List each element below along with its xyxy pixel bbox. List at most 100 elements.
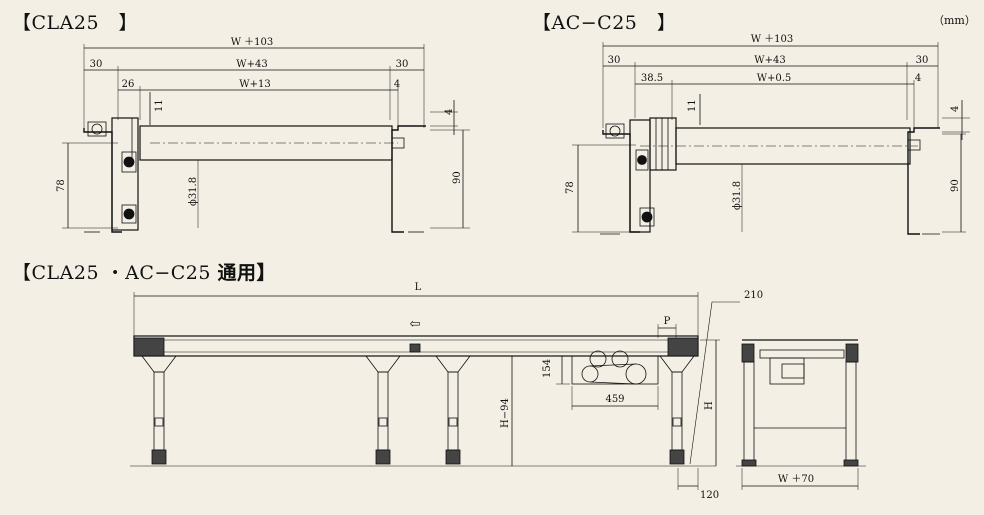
unit-label: （mm）	[933, 14, 976, 27]
common-end-left	[133, 337, 165, 357]
common-leg-2-head	[365, 355, 401, 373]
acc25-nut-mid	[635, 149, 649, 171]
common-title-prefix: 【CLA25 ・AC−C25	[12, 262, 218, 284]
common-dim-154: 154	[542, 359, 553, 378]
acc25-dim-30-right: 30	[916, 55, 929, 66]
common-end-right	[667, 337, 699, 357]
common-leg-4-bolt	[672, 417, 682, 427]
cla25-dim-78: 78	[56, 179, 67, 192]
cla25-dim-w43: W+43	[236, 59, 267, 70]
common-drive-pulley	[625, 363, 647, 385]
cla25-dim-30-right: 30	[396, 59, 409, 70]
acc25-nut-mid-dot	[637, 155, 647, 165]
common-dim-120: 120	[700, 490, 719, 501]
common-leg-4-post	[671, 371, 683, 451]
acc25-frame-left	[629, 119, 651, 233]
common-pulley-b	[611, 350, 629, 368]
acc25-dim-w05: W+0.5	[757, 73, 792, 84]
acc25-bolt-top	[605, 123, 625, 139]
acc25-dim-90: 90	[950, 179, 961, 192]
cla25-dim-w13: W+13	[239, 79, 270, 90]
common-dim-W70: W ＋70	[778, 474, 814, 485]
cla25-title: 【CLA25 】	[12, 12, 139, 34]
acc25-dim-4-side: 4	[950, 106, 961, 112]
common-leg-1-post	[153, 371, 165, 451]
acc25-bracket-right	[907, 127, 940, 235]
acc25-nut-bot	[639, 207, 655, 227]
common-pulley-a	[589, 350, 607, 368]
cla25-section	[62, 44, 470, 233]
common-leader-210	[689, 301, 740, 465]
common-leg-2-post	[377, 371, 389, 451]
cla25-dim-dia: ϕ31.8	[188, 177, 199, 206]
common-leg-2-bolt	[378, 417, 388, 427]
end-view-foot-left	[741, 459, 757, 467]
common-leg-1-head	[141, 355, 177, 373]
cla25-nut-mid	[121, 151, 137, 173]
common-leg-4-head	[659, 355, 695, 373]
common-chain-bottom	[589, 381, 637, 385]
end-view-motor-box	[781, 363, 805, 379]
common-leg-3	[435, 355, 471, 465]
common-chain-top	[589, 363, 637, 367]
cla25-dim-4-top: 4	[394, 79, 400, 90]
common-leg-3-bolt	[448, 417, 458, 427]
common-dim-P: P	[664, 316, 671, 327]
common-end-view	[736, 339, 866, 490]
end-view-roller	[759, 349, 845, 359]
cla25-dim-4-side: 4	[444, 109, 455, 115]
cla25-dim-26: 26	[122, 79, 135, 90]
common-leg-3-post	[447, 371, 459, 451]
acc25-dim-385: 38.5	[641, 73, 663, 84]
acc25-dim-4-top: 4	[915, 73, 921, 84]
acc25-bracket-left	[602, 130, 640, 233]
common-leg-3-foot	[445, 449, 461, 465]
common-leg-4	[659, 355, 695, 465]
end-view-leg-left	[743, 361, 755, 463]
acc25-section	[572, 42, 970, 235]
cla25-bolt-head	[91, 123, 103, 135]
cla25-bracket-left	[83, 128, 122, 233]
common-title: 【CLA25 ・AC−C25 通用】	[12, 258, 276, 285]
acc25-nut-bot-dot	[641, 211, 653, 223]
common-leg-1-bolt	[154, 417, 164, 427]
cla25-frame-left	[111, 117, 139, 231]
common-leg-2	[365, 355, 401, 465]
common-drive-box	[571, 355, 659, 385]
common-dim-459: 459	[605, 394, 624, 405]
common-frame-mark	[409, 343, 421, 353]
common-leg-4-foot	[669, 449, 685, 465]
acc25-dim-30-left: 30	[608, 55, 621, 66]
common-dim-H: H	[704, 401, 715, 410]
common-direction-arrow: ⇦	[410, 317, 421, 332]
common-leg-2-foot	[375, 449, 391, 465]
common-leg-1-foot	[151, 449, 167, 465]
common-dim-H94: H−94	[500, 398, 511, 428]
cla25-dim-90: 90	[452, 171, 463, 184]
cla25-dim-overall: W ＋103	[231, 37, 274, 48]
acc25-dim-78: 78	[565, 181, 576, 194]
common-leg-3-head	[435, 355, 471, 373]
acc25-dim-11: 11	[687, 99, 698, 112]
end-view-leg-right	[845, 361, 857, 463]
common-dim-L: L	[415, 282, 422, 293]
acc25-sprocket	[649, 117, 677, 171]
acc25-dim-dia: ϕ31.8	[732, 181, 743, 210]
common-title-bold: 通用】	[217, 262, 277, 284]
cla25-nut-mid-dot	[123, 156, 135, 168]
end-view-right-block	[845, 343, 859, 363]
cla25-dim-11: 11	[154, 99, 165, 112]
end-view-foot-right	[843, 459, 859, 467]
common-leg-1	[141, 355, 177, 465]
cla25-bolt-top	[87, 121, 107, 137]
cla25-nut-bot	[121, 204, 137, 224]
acc25-title: 【AC−C25 】	[532, 12, 677, 34]
cla25-dim-30-left: 30	[90, 59, 103, 70]
acc25-bolt-head	[609, 125, 621, 137]
acc25-dim-w43: W+43	[754, 55, 785, 66]
common-side-view	[130, 292, 740, 490]
common-motor-pulley	[581, 365, 599, 383]
cla25-bracket-right	[391, 125, 426, 233]
